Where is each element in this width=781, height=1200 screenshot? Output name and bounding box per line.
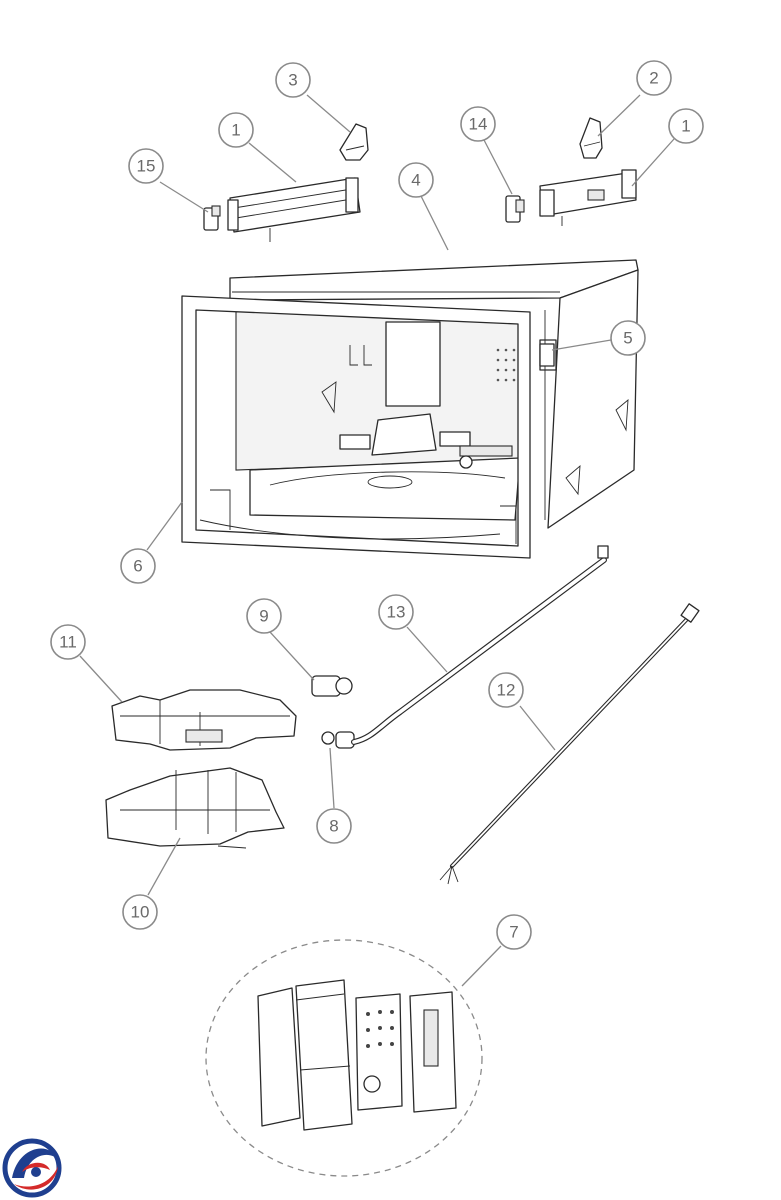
svg-text:14: 14 xyxy=(469,115,488,134)
svg-text:2: 2 xyxy=(649,69,658,88)
svg-text:11: 11 xyxy=(59,633,77,652)
part-1-left-rail xyxy=(227,177,361,242)
part-1-right-bracket xyxy=(539,169,637,226)
callout-3: 3 xyxy=(275,62,311,98)
callout-1-right-bracket: 1 xyxy=(668,108,704,144)
brand-swirl-logo-icon xyxy=(2,1138,62,1198)
svg-text:3: 3 xyxy=(288,71,297,90)
svg-text:1: 1 xyxy=(681,117,690,136)
part-9-pump xyxy=(311,675,353,697)
part-11-upper-base xyxy=(111,689,297,751)
callout-4: 4 xyxy=(398,162,434,198)
svg-text:13: 13 xyxy=(387,603,406,622)
callout-1-left-rail: 1 xyxy=(218,112,254,148)
part-14-clip xyxy=(505,195,525,223)
callout-10: 10 xyxy=(122,894,158,930)
part-5-side-bracket xyxy=(539,343,555,367)
svg-text:8: 8 xyxy=(329,817,338,836)
part-3-latch xyxy=(339,123,369,161)
callout-12: 12 xyxy=(488,672,524,708)
svg-text:6: 6 xyxy=(133,557,142,576)
callout-5: 5 xyxy=(610,320,646,356)
svg-text:15: 15 xyxy=(137,157,156,176)
part-6-front-frame xyxy=(181,295,531,559)
callout-13: 13 xyxy=(378,594,414,630)
svg-text:9: 9 xyxy=(259,607,268,626)
leader-lines xyxy=(79,94,675,987)
part-2-latch xyxy=(579,117,603,159)
svg-text:4: 4 xyxy=(411,171,420,190)
callout-2: 2 xyxy=(636,60,672,96)
svg-text:1: 1 xyxy=(231,121,240,140)
part-15-clip xyxy=(203,205,221,231)
part-13-drain-hose xyxy=(351,545,609,745)
part-10-lower-base xyxy=(105,767,285,849)
part-8-fitting xyxy=(321,731,355,749)
callout-14: 14 xyxy=(460,106,496,142)
svg-text:5: 5 xyxy=(623,329,632,348)
callout-7: 7 xyxy=(496,914,532,950)
callout-8: 8 xyxy=(316,808,352,844)
svg-text:12: 12 xyxy=(497,681,516,700)
svg-text:7: 7 xyxy=(509,923,518,942)
callout-6: 6 xyxy=(120,548,156,584)
part-12-power-cord xyxy=(439,603,700,885)
vent-grille xyxy=(496,348,516,382)
part-4-cabinet xyxy=(229,259,639,529)
part-7-electronics-group xyxy=(205,939,483,1177)
callout-15: 15 xyxy=(128,148,164,184)
callout-11: 11 xyxy=(50,624,86,660)
callout-9: 9 xyxy=(246,598,282,634)
svg-text:10: 10 xyxy=(131,903,150,922)
